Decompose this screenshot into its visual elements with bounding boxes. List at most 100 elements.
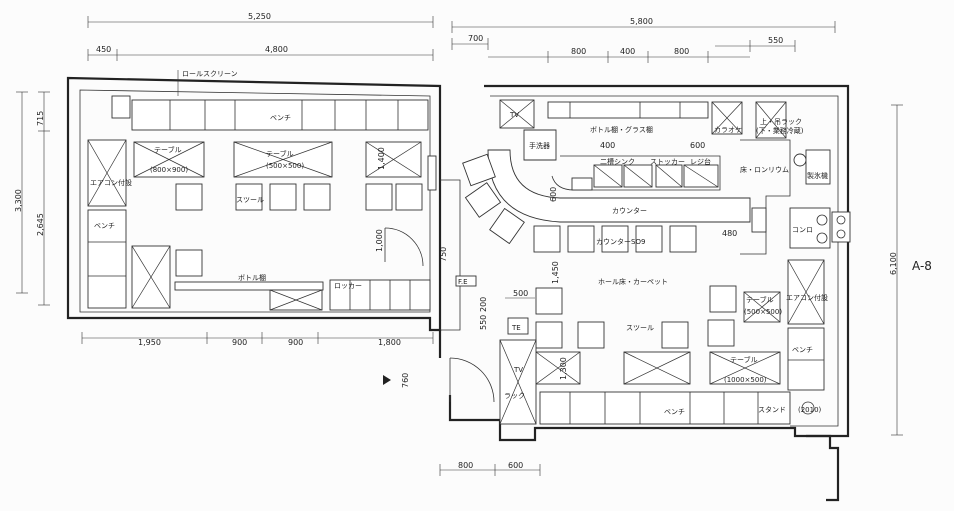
bench-top-row: ベンチ [131,99,429,131]
bench-bottom-label: ベンチ [664,408,685,416]
stool-left-label: スツール [236,196,264,204]
dim-450: 450 [96,45,111,54]
dim-400: 400 [620,47,635,56]
register-label: レジ台 [690,157,711,166]
dim-5800: 5,800 [630,17,653,26]
stand-label: スタンド [758,405,786,414]
dimension-top-left-2: 450 4,800 [87,45,434,61]
locker: ロッカー [329,279,431,311]
table-right2-label: テーブル [730,355,758,364]
bottle-shelf-left-label: ボトル棚 [238,273,266,282]
dim-1450: 1,450 [551,261,560,284]
dim-4800: 4,800 [265,45,288,54]
dim-800a: 800 [571,47,586,56]
dim-600-counter: 600 [549,187,558,202]
dim-1800: 1,800 [378,338,401,347]
dimension-bottom: 1,950 900 900 1,800 800 600 [81,332,541,476]
dim-3300: 3,300 [14,189,23,212]
upper-shelf-label2: (下・業務冷蔵) [756,126,804,135]
counter-stools: カウンターSO9 [462,153,697,253]
dim-1400: 1,400 [377,147,386,170]
stools-right: スツール [535,285,737,349]
bottle-shelf-left: ボトル棚 [174,273,324,311]
dim-600-inner: 600 [690,141,705,150]
bench-left-label: ベンチ [94,222,115,230]
counter-label: カウンター [612,206,647,215]
table-left-2 [365,141,422,178]
tables-right-bottom: テーブル (1000×500) 1,300 [535,351,781,385]
bottle-glass-shelf-label: ボトル棚・グラス棚 [590,125,653,134]
dim-1300: 1,300 [559,357,568,380]
te-label: TE [511,324,521,332]
dimension-top-right-2: 700 800 400 800 550 [451,34,796,63]
table-mid: テーブル (500×500) [233,141,333,178]
dim-2645: 2,645 [36,213,45,236]
aircon-right-label: エアコン付設 [786,293,828,302]
sink-label: 二槽シンク [600,157,635,166]
corner-shelf [111,95,131,119]
bottle-glass-shelf: ボトル棚・グラス棚 [547,101,709,134]
table-left-size: (800×900) [150,166,188,174]
main-counter: カウンター 600 [487,149,751,223]
dim-550: 550 [479,315,488,330]
window-left [427,155,437,191]
bench-right-label: ベンチ [792,346,813,354]
dim-750: 750 [439,247,448,262]
hall-floor-label: ホール床・カーペット [598,277,668,286]
table-right1-size: (500×500) [744,308,782,316]
konro-label: コンロ [792,226,813,234]
dim-400-inner: 400 [600,141,615,150]
bench-right: ベンチ [787,327,825,391]
ice-label: 製氷機 [807,171,828,180]
dim-800b: 800 [674,47,689,56]
dim-800-bottom: 800 [458,461,473,470]
dim-1000: 1,000 [375,229,384,252]
bench-left: ベンチ [87,209,127,309]
handwritten-mark: A-8 [912,259,932,273]
stand-size: (2010) [798,406,822,414]
rack-label: ラック [504,392,525,400]
dimension-right: 6,100 [889,104,903,436]
table-right1-label: テーブル [746,295,774,304]
karaoke-label: カラオケ [714,126,742,134]
table-left-3 [131,245,171,309]
dim-900a: 900 [232,338,247,347]
dim-715: 715 [36,111,45,126]
hand-sink-label: 手洗器 [529,141,550,150]
stocker-label: ストッカー [650,158,685,166]
fe-label: F.E [458,278,468,286]
aircon-right: エアコン付設 [786,259,828,325]
dim-600-bottom: 600 [508,461,523,470]
tv-top-label: TV [509,111,519,119]
bench-top-label: ベンチ [270,114,291,122]
tv-bottom-label: TV [513,366,523,374]
kitchen-area: 床・ロンリウム 製氷機 コンロ 480 [722,139,851,255]
table-left-label: テーブル [154,145,182,154]
locker-label: ロッカー [334,282,362,290]
table-right-1: テーブル (500×500) [743,291,782,323]
dimension-left: 715 3,300 2,645 [14,91,50,306]
bench-bottom: ベンチ スタンド (2010) [539,391,822,425]
door-left-room: 1,000 [375,227,424,267]
table-mid-label: テーブル [266,149,294,158]
counter-stool-label: カウンターSO9 [596,237,645,246]
dim-480: 480 [722,229,737,238]
outer-walls [66,76,850,502]
dimension-top-right: 5,800 [451,17,836,33]
dim-500: 500 [513,289,528,298]
dimension-top-left: 5,250 [87,12,434,28]
karaoke: カラオケ [711,101,743,135]
dim-900b: 900 [288,338,303,347]
dim-760: 760 [401,373,410,388]
dim-5250: 5,250 [248,12,271,21]
upper-shelf-label: 上・吊ラック [760,117,802,126]
dim-6100: 6,100 [889,252,898,275]
counter-back-island: 手洗器 二槽シンク ストッカー レジ台 400 600 [523,129,721,191]
table-left: テーブル (800×900) [133,141,205,178]
aircon-left: エアコン付設 [87,139,132,207]
upper-shelf: 上・吊ラック (下・業務冷蔵) [755,101,804,139]
dim-200: 200 [479,297,488,312]
stool-right-label: スツール [626,324,654,332]
